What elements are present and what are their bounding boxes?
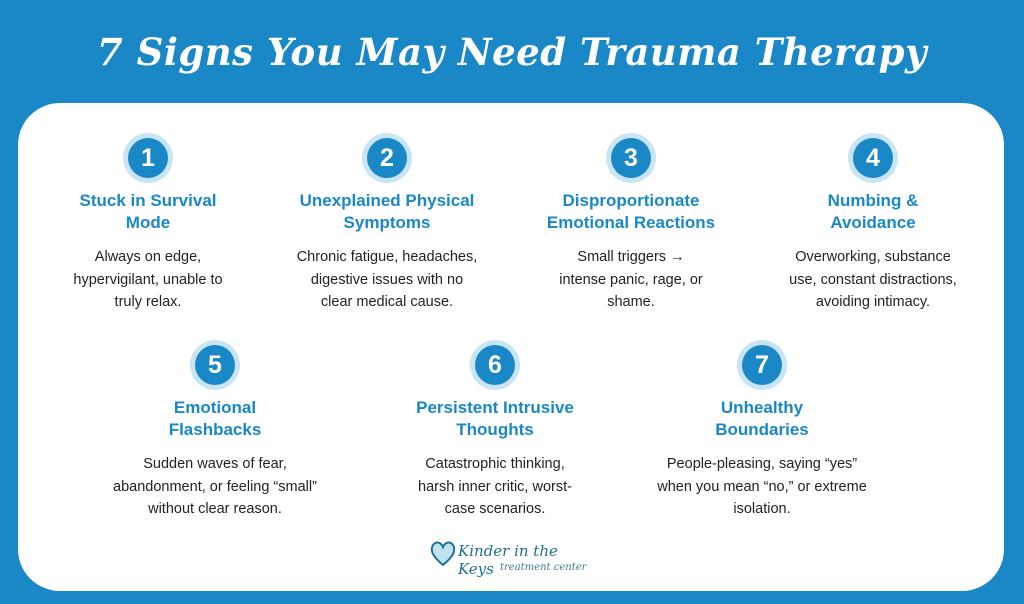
page-title: 7 Signs You May Need Trauma Therapy bbox=[96, 30, 928, 74]
kinder-in-the-keys-logo: Kinder in the Keys treatment center bbox=[428, 536, 598, 580]
logo-subtitle: treatment center bbox=[500, 562, 587, 573]
sign-item: 3 Disproportionate Emotional Reactions S… bbox=[511, 138, 751, 314]
logo-name: Kinder in the Keys bbox=[458, 542, 558, 578]
sign-item: 6 Persistent Intrusive Thoughts Catastro… bbox=[375, 345, 615, 521]
number-badge: 2 bbox=[367, 138, 407, 178]
sign-item: 4 Numbing & Avoidance Overworking, subst… bbox=[753, 138, 993, 314]
number-badge: 3 bbox=[611, 138, 651, 178]
number-badge: 5 bbox=[195, 345, 235, 385]
sign-description: Chronic fatigue, headaches, digestive is… bbox=[296, 249, 478, 310]
number-badge: 4 bbox=[853, 138, 893, 178]
sign-heading: Unexplained Physical Symptoms bbox=[299, 191, 475, 232]
sign-description: Small triggers → intense panic, rage, or… bbox=[559, 249, 703, 310]
sign-description: Sudden waves of fear, abandonment, or fe… bbox=[113, 456, 317, 517]
number-badge: 6 bbox=[475, 345, 515, 385]
sign-heading: Emotional Flashbacks bbox=[168, 398, 262, 439]
sign-description: People-pleasing, saying “yes” when you m… bbox=[657, 456, 867, 517]
sign-heading: Unhealthy Boundaries bbox=[715, 398, 809, 439]
sign-description: Always on edge, hypervigilant, unable to… bbox=[73, 249, 223, 310]
heart-icon bbox=[430, 541, 456, 567]
sign-description: Catastrophic thinking, harsh inner criti… bbox=[418, 456, 572, 517]
sign-item: 7 Unhealthy Boundaries People-pleasing, … bbox=[642, 345, 882, 521]
sign-item: 2 Unexplained Physical Symptoms Chronic … bbox=[267, 138, 507, 314]
sign-heading: Persistent Intrusive Thoughts bbox=[416, 398, 574, 439]
sign-item: 5 Emotional Flashbacks Sudden waves of f… bbox=[95, 345, 335, 521]
number-badge: 1 bbox=[128, 138, 168, 178]
sign-heading: Numbing & Avoidance bbox=[827, 191, 919, 232]
sign-heading: Stuck in Survival Mode bbox=[79, 191, 217, 232]
sign-item: 1 Stuck in Survival Mode Always on edge,… bbox=[28, 138, 268, 314]
sign-description: Overworking, substance use, constant dis… bbox=[789, 249, 957, 310]
content-card bbox=[18, 103, 1004, 591]
number-badge: 7 bbox=[742, 345, 782, 385]
sign-heading: Disproportionate Emotional Reactions bbox=[546, 191, 716, 232]
